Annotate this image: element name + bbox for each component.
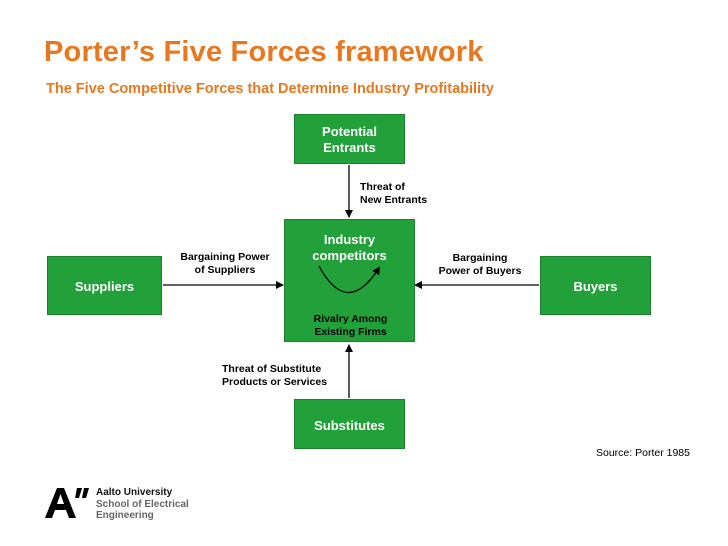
entrants-line-1: Potential: [322, 124, 377, 139]
industry-competitors-box: Industry competitors Rivalry Among Exist…: [284, 219, 415, 342]
substitutes-threat-line-1: Threat of Substitute: [222, 363, 322, 375]
logo-department: Engineering: [96, 510, 154, 521]
suppliers-label: Suppliers: [74, 279, 135, 294]
new-entrants-line-2: New Entrants: [360, 194, 428, 206]
threat-substitutes-label: Threat of Substitute Products or Service…: [222, 363, 327, 389]
logo-text: Aalto University School of Electrical En…: [96, 487, 189, 522]
supplier-power-label: Bargaining Power of Suppliers: [170, 251, 280, 277]
aalto-logo: [45, 488, 89, 518]
threat-new-entrants-label: Threat of New Entrants: [360, 181, 427, 207]
source-note: Source: Porter 1985: [596, 447, 690, 459]
buyer-power-line-2: Power of Buyers: [438, 265, 522, 277]
logo-university: Aalto University: [96, 487, 173, 498]
rivalry-line-1: Rivalry Among: [313, 313, 388, 325]
substitutes-threat-line-2: Products or Services: [222, 376, 328, 388]
substitutes-label: Substitutes: [314, 418, 385, 433]
competitors-line-1: Industry: [323, 232, 376, 247]
buyer-power-label: Bargaining Power of Buyers: [430, 252, 530, 278]
supplier-power-line-1: Bargaining Power: [180, 251, 270, 263]
potential-entrants-box: Potential Entrants: [294, 114, 405, 164]
buyers-box: Buyers: [540, 256, 651, 315]
page-title: Porter’s Five Forces framework: [44, 36, 484, 68]
rivalry-cycle-icon: [318, 265, 381, 294]
substitutes-box: Substitutes: [294, 399, 405, 449]
supplier-power-line-2: of Suppliers: [194, 264, 256, 276]
rivalry-line-2: Existing Firms: [314, 326, 387, 338]
logo-school: School of Electrical: [96, 498, 189, 510]
entrants-line-2: Entrants: [323, 140, 376, 155]
suppliers-box: Suppliers: [47, 256, 162, 315]
buyers-label: Buyers: [573, 279, 618, 294]
competitors-line-2: competitors: [312, 248, 387, 263]
new-entrants-line-1: Threat of: [360, 181, 405, 193]
buyer-power-line-1: Bargaining: [452, 252, 508, 264]
page-subtitle: The Five Competitive Forces that Determi…: [46, 81, 494, 97]
